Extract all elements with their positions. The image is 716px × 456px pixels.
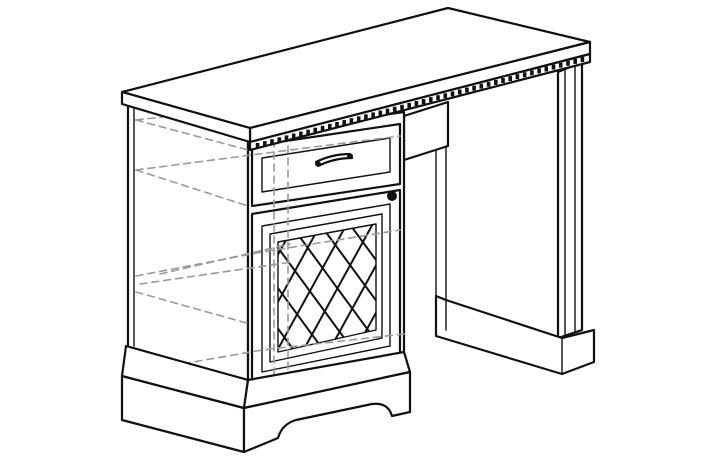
drawer-front[interactable]: [250, 122, 402, 208]
dentil-block: [255, 143, 260, 148]
door-lattice: [278, 224, 376, 352]
dentil-block: [392, 106, 397, 112]
drawer-inner-frame: [261, 137, 391, 193]
dentil-block: [342, 120, 346, 126]
dentil-block: [291, 133, 296, 139]
dentil-block: [335, 122, 339, 127]
door-outer-frame: [261, 203, 391, 373]
dentil-block: [465, 87, 469, 93]
dentil-block: [349, 118, 354, 124]
cabinet-base: [120, 344, 412, 454]
dentil-block: [472, 85, 476, 91]
dentil-block: [356, 116, 361, 122]
dentil-block: [371, 112, 375, 118]
dentil-block: [313, 127, 318, 133]
dentil-block: [299, 131, 303, 137]
dentil-block: [414, 101, 419, 106]
dentil-block: [270, 139, 274, 145]
modesty-panel: [402, 100, 450, 301]
door-inner-frame: [269, 213, 383, 363]
plinth-front: [242, 370, 412, 454]
dentil-block: [573, 58, 577, 64]
dentil-block: [443, 93, 448, 99]
dentil-block: [486, 81, 491, 87]
dentil-block: [479, 83, 484, 89]
dentil-block: [429, 97, 433, 103]
door-knob-icon[interactable]: [387, 191, 397, 201]
dentil-block: [407, 102, 411, 108]
dentil-block: [515, 74, 520, 80]
dentil-block: [530, 70, 534, 76]
dentil-block: [457, 89, 462, 95]
dentil-block: [558, 62, 563, 68]
dentil-pattern: [255, 57, 585, 148]
dentil-block: [580, 57, 585, 62]
dentil-block: [566, 60, 570, 66]
dentil-block: [544, 66, 549, 72]
dentil-block: [537, 68, 541, 74]
dentil-block: [522, 72, 527, 78]
cabinet-side: [126, 94, 250, 382]
cabinet-side-panel: [126, 94, 250, 382]
small-drawer-front: [402, 100, 450, 162]
right-leg: [434, 60, 596, 376]
dentil-block: [508, 76, 512, 82]
dentil-block: [450, 91, 455, 97]
dentil-block: [320, 125, 325, 131]
desk-top: [120, 6, 592, 152]
right-leg-post: [556, 60, 584, 340]
dentil-block: [551, 64, 556, 70]
dentil-trim: [248, 52, 592, 152]
dentil-block: [436, 95, 440, 101]
dentil-block: [494, 79, 498, 85]
dentil-block: [328, 123, 332, 129]
dentil-block: [385, 108, 390, 114]
dentil-block: [378, 110, 383, 116]
dentil-block: [364, 114, 368, 120]
dentil-block: [306, 129, 310, 135]
dentil-block: [277, 137, 282, 143]
dentil-block: [501, 78, 505, 83]
dentil-block: [284, 135, 289, 141]
right-leg-base: [434, 294, 596, 376]
dentil-block: [421, 99, 426, 104]
dentil-block: [400, 104, 404, 110]
dentil-block: [263, 141, 267, 147]
